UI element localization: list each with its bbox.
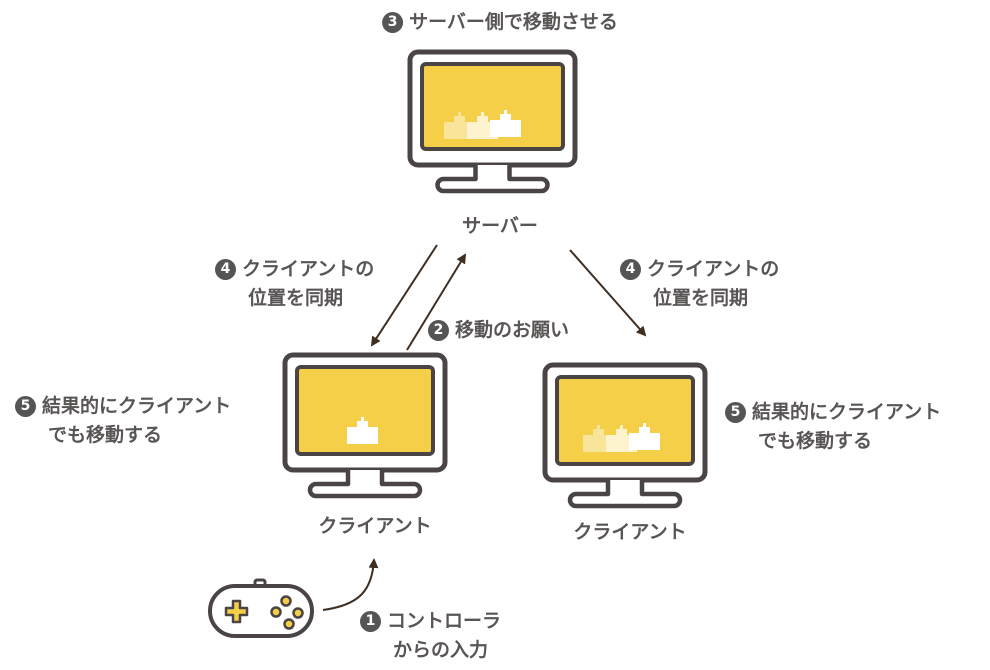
step-number: 2 (428, 320, 449, 341)
step-5-label-right: 5 結果的にクライアントでも移動する (725, 398, 941, 456)
step-text: 位置を同期 (248, 287, 344, 309)
step-number: 5 (15, 396, 36, 417)
monitor-stand (435, 165, 550, 194)
monitor-screen (295, 365, 435, 456)
step-text: でも移動する (48, 424, 163, 446)
step-text: サーバー側で移動させる (409, 11, 618, 33)
monitor-stand (567, 480, 683, 509)
arrow-client-to-server (406, 253, 467, 351)
step-number: 4 (620, 259, 641, 280)
step-text: クライアントの (242, 258, 375, 280)
step-2-label: 2 移動のお願い (428, 316, 569, 345)
step-5-label-left: 5 結果的にクライアントでも移動する (15, 392, 231, 450)
server-label: サーバー (462, 215, 538, 237)
step-text: クライアントの (647, 258, 780, 280)
step-number: 3 (382, 12, 404, 33)
arrow-server-to-client-left (370, 244, 438, 347)
button-icon (280, 595, 292, 607)
client-left-monitor-icon (282, 352, 448, 499)
step-number: 5 (725, 402, 746, 423)
dpad-icon (224, 599, 249, 624)
step-1-label: 1 コントローラからの入力 (360, 607, 501, 665)
gamepad-icon (208, 578, 314, 638)
arrow-server-to-client-right (569, 249, 647, 337)
step-4-label-left: 4 クライアントの位置を同期 (215, 255, 374, 313)
step-text: 結果的にクライアント (42, 395, 232, 417)
arrow-controller-to-client (322, 558, 379, 611)
step-number: 4 (215, 259, 236, 280)
step-text: 位置を同期 (653, 287, 749, 309)
castle-icon (347, 417, 378, 444)
button-icon (292, 607, 304, 619)
step-4-label-right: 4 クライアントの位置を同期 (620, 255, 779, 313)
client-right-label: クライアント (573, 521, 687, 543)
server-monitor-icon (407, 49, 578, 194)
castle-icon (490, 110, 521, 137)
step-text: 結果的にクライアント (752, 401, 942, 423)
client-right-monitor-icon (542, 362, 708, 509)
step-number: 1 (360, 611, 381, 632)
client-left-label: クライアント (318, 515, 432, 537)
step-text: コントローラ (387, 610, 502, 632)
button-icon (283, 618, 295, 630)
castle-icon (629, 423, 660, 450)
step-text: でも移動する (758, 430, 873, 452)
button-icon (270, 606, 282, 618)
monitor-stand (307, 470, 423, 499)
step-text: からの入力 (393, 639, 489, 661)
step-text: 移動のお願い (455, 319, 570, 341)
